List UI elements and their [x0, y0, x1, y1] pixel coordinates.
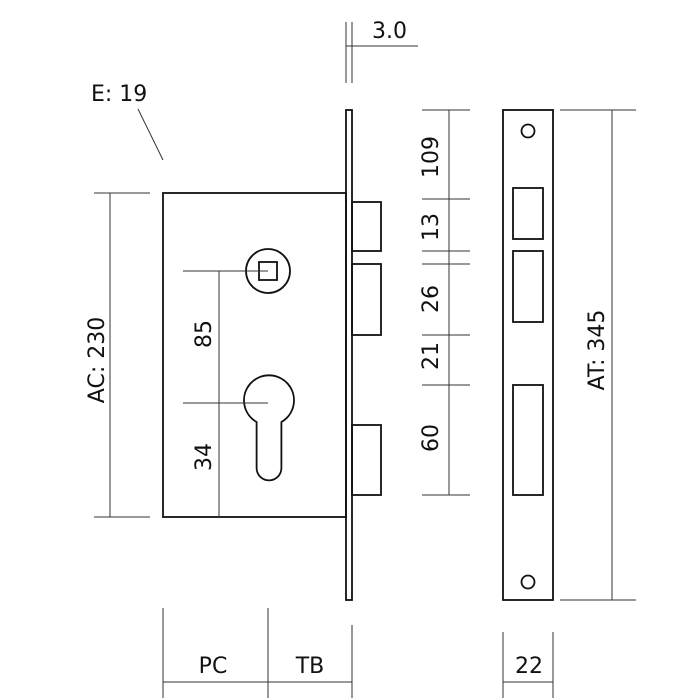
backset-leader — [137, 108, 164, 161]
segment-label: 60 — [419, 424, 444, 452]
plate-thickness-label: 3.0 — [372, 19, 407, 44]
segment-label: 21 — [419, 342, 444, 370]
dead-bolt — [351, 263, 382, 336]
top-screw-hole — [520, 123, 536, 139]
faceplate-width-label: 22 — [515, 654, 543, 679]
bottom-screw-hole — [520, 574, 536, 590]
cylinder-keyhole — [243, 374, 295, 482]
latch-bolt — [351, 201, 382, 252]
deadbolt-opening — [512, 250, 544, 323]
handle-to-cylinder-label: 85 — [192, 320, 217, 348]
cylinder-offset-label: 34 — [192, 443, 217, 471]
lower-opening — [512, 384, 544, 496]
segment-label: 13 — [419, 213, 444, 241]
segment-label: 109 — [419, 136, 444, 178]
segment-label: 26 — [419, 285, 444, 313]
case-height-label: AC: 230 — [85, 317, 110, 403]
lock-case — [162, 192, 347, 518]
bolt-throw-label: TB — [295, 654, 325, 679]
backset-label: E: 19 — [91, 82, 147, 107]
lower-bolt — [351, 424, 382, 496]
faceplate-height-label: AT: 345 — [585, 310, 610, 391]
side-faceplate — [345, 109, 353, 601]
case-depth-label: PC — [199, 654, 228, 679]
latch-opening — [512, 187, 544, 240]
faceplate-front — [502, 109, 554, 601]
